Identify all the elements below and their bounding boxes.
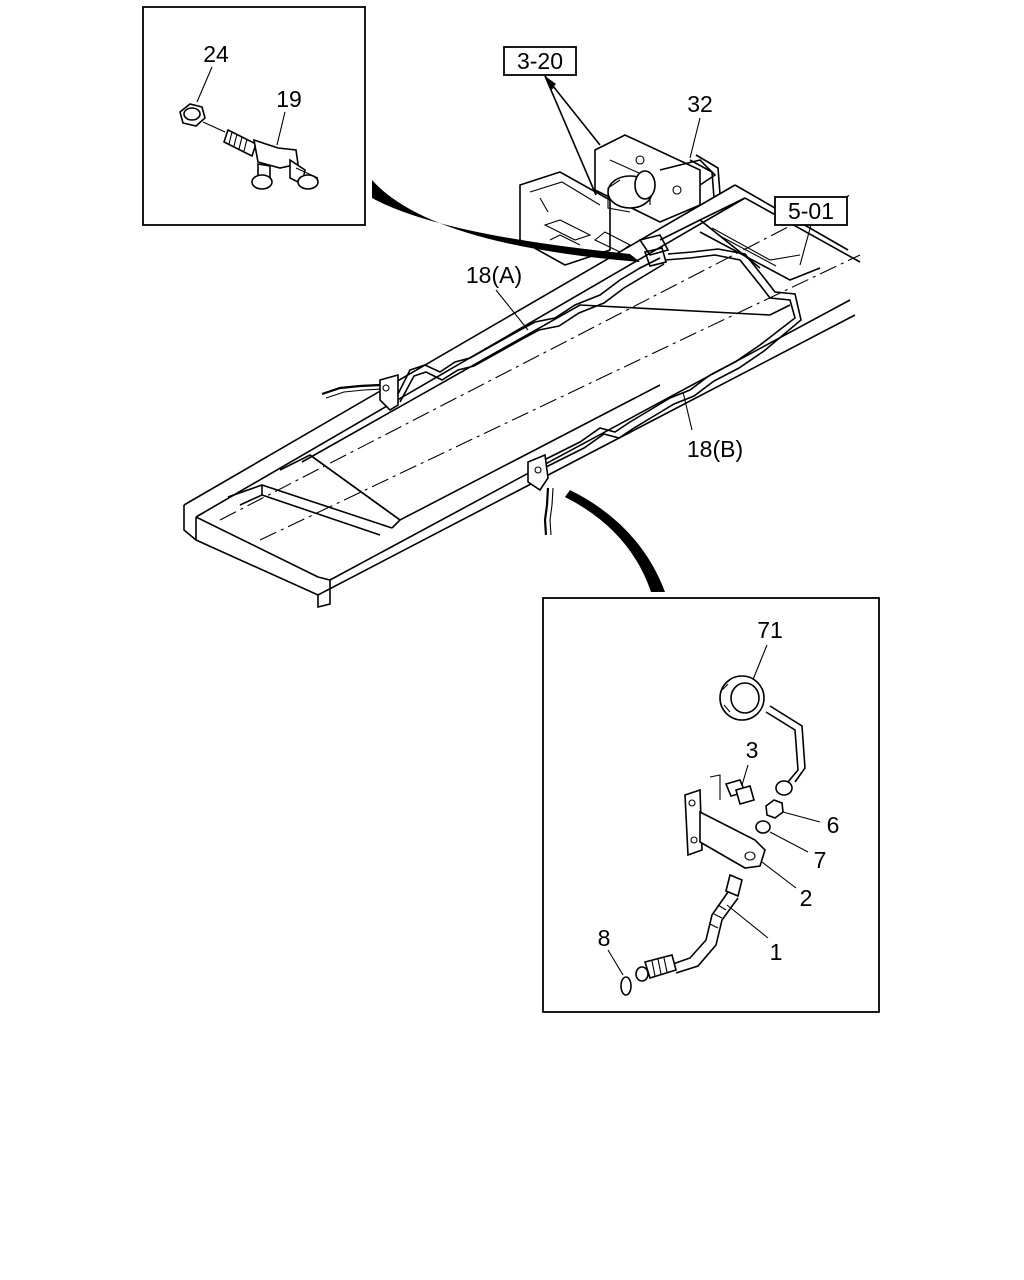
tee-fitting-19 [223, 128, 319, 190]
label-8: 8 [598, 925, 611, 951]
pointer-arrow-bottom [565, 490, 665, 592]
label-24: 24 [203, 41, 229, 67]
label-1: 1 [770, 939, 783, 965]
label-3: 3 [746, 737, 759, 763]
steel-pipe-end [765, 711, 799, 783]
label-32: 32 [687, 91, 713, 117]
leader-18a [495, 289, 529, 331]
flex-hose-left [321, 383, 381, 396]
flex-hose-right [543, 487, 550, 536]
leader-5-01 [799, 224, 812, 266]
pipe-18a [395, 257, 661, 399]
leader-18b [682, 391, 693, 431]
inset-hose-assembly: 71 3 6 7 [542, 597, 880, 1013]
label-6: 6 [827, 812, 840, 838]
bolt-3 [724, 779, 755, 805]
pointer-arrow-top [372, 180, 640, 262]
washer-7 [755, 820, 771, 834]
bracket-right [527, 453, 549, 492]
brake-pipes [321, 248, 802, 536]
bracket-2 [684, 774, 766, 869]
label-19: 19 [276, 86, 302, 112]
svg-text:3-20: 3-20 [517, 48, 563, 74]
label-2: 2 [800, 885, 813, 911]
label-71: 71 [757, 617, 783, 643]
leader-32 [689, 117, 701, 159]
inset-tee-fitting: 24 19 [142, 6, 366, 226]
svg-text:5-01: 5-01 [788, 198, 834, 224]
valve-assembly [519, 134, 721, 267]
ref-box-5-01: 5-01 [774, 196, 848, 226]
nut-24 [179, 103, 206, 127]
pipe-18b [539, 254, 796, 463]
ref-box-3-20: 3-20 [503, 46, 577, 76]
grommet-71 [719, 675, 765, 721]
chassis-frame [183, 184, 861, 609]
bracket-left [379, 373, 399, 412]
flex-hose-1 [635, 873, 743, 982]
label-18b: 18(B) [687, 436, 743, 462]
o-ring-8 [620, 976, 632, 996]
label-18a: 18(A) [466, 262, 522, 288]
label-7: 7 [814, 847, 827, 873]
